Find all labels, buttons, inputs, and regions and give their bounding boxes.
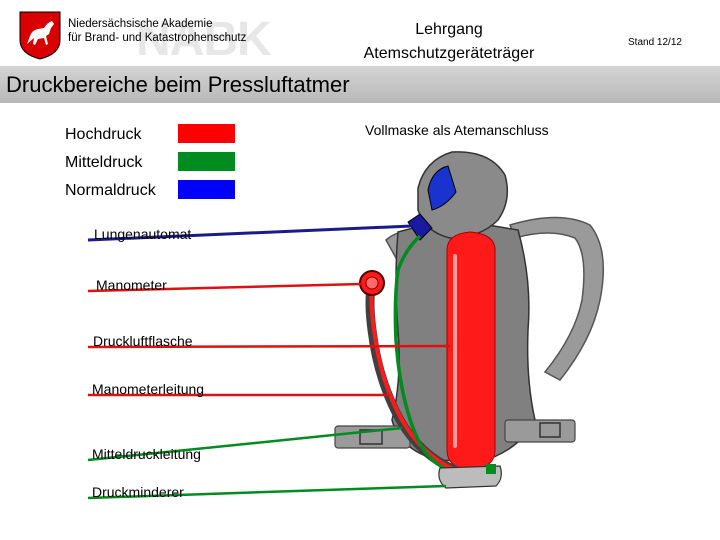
legend-label-hochdruck: Hochdruck xyxy=(65,126,142,143)
callout-line-druckminderer xyxy=(87,484,447,500)
callout-mask-label: Vollmaske als Atemanschluss xyxy=(365,122,549,138)
legend-swatch-hochdruck xyxy=(178,124,235,143)
nabk-watermark: NABK xyxy=(136,13,272,66)
callout-manometerleitung: Manometerleitung xyxy=(92,381,205,397)
callout-mitteldruckleitung: Mitteldruckleitung xyxy=(92,446,201,462)
course-title: Lehrgang Atemschutzgeräteträger xyxy=(330,18,568,66)
lung-demand-valve xyxy=(407,213,433,241)
academy-name-line1: Niedersächsische Akademie xyxy=(68,18,213,30)
legend-label-mitteldruck: Mitteldruck xyxy=(65,154,143,171)
callout-line-mitteldruckleitung xyxy=(87,426,403,462)
title-bar xyxy=(0,66,720,103)
callout-line-lungenautomat xyxy=(87,224,413,242)
stand-date: Stand 12/12 xyxy=(628,37,682,48)
manometer-dial xyxy=(365,276,379,290)
callout-druckminderer: Druckminderer xyxy=(92,484,184,500)
callout-line-manometer xyxy=(87,282,363,293)
callout-lungenautomat: Lungenautomat xyxy=(94,226,192,242)
callout-line-druckluftflasche xyxy=(87,344,451,349)
callout-druckluftflasche: Druckluftflasche xyxy=(93,333,193,349)
legend-swatch-mitteldruck xyxy=(178,152,235,171)
shoulder-strap-right xyxy=(509,216,605,381)
academy-name: Niedersächsische Akademie für Brand- und… xyxy=(68,17,246,45)
pressure-reducer xyxy=(438,465,502,489)
legend-label-normaldruck: Normaldruck xyxy=(65,182,156,199)
legend-swatch-normaldruck xyxy=(178,180,235,199)
mask-visor xyxy=(427,165,457,211)
belt-buckle-right xyxy=(539,422,561,438)
callout-manometer: Manometer xyxy=(96,277,167,293)
lower-saxony-horse-logo xyxy=(18,10,62,60)
course-title-line1: Lehrgang xyxy=(415,21,483,38)
academy-name-line2: für Brand- und Katastrophenschutz xyxy=(68,32,247,44)
course-title-line2: Atemschutzgeräteträger xyxy=(363,45,535,62)
medium-pressure-line xyxy=(393,234,463,477)
page-title: Druckbereiche beim Pressluftatmer xyxy=(6,72,350,97)
pressure-reducer-outlet xyxy=(486,464,496,474)
